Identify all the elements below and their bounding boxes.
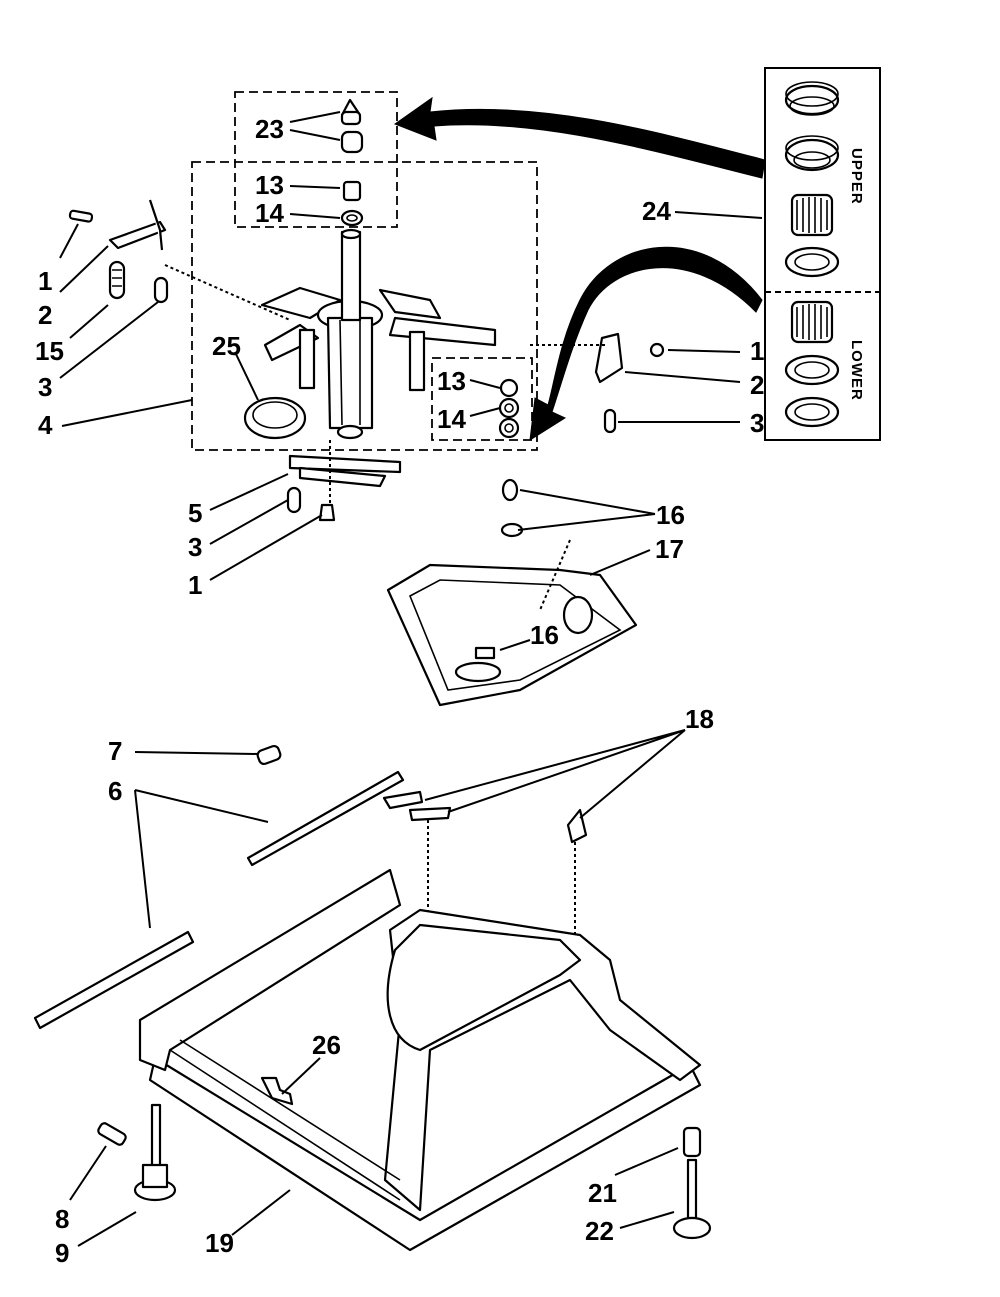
callout-18: 18 [685,704,714,734]
hub-assembly [260,228,497,440]
kit-lower-gear [790,300,834,344]
kit-upper-bearing-2 [784,135,840,172]
callout-17: 17 [655,534,684,564]
callout-14-lower: 14 [437,404,466,434]
kit-upper-gear [790,193,834,237]
callout-3-left: 3 [38,372,52,402]
callout-15: 15 [35,336,64,366]
lower-bearing-box [431,357,533,441]
callout-16-upper: 16 [656,500,685,530]
part-18-clip-a [382,790,424,810]
upper-bearing-box [234,91,398,228]
callout-13-lower: 13 [437,366,466,396]
callout-24: 24 [642,196,671,226]
callout-3-lower: 3 [188,532,202,562]
left-bracket-group [68,199,291,321]
lower-bearing-stack [498,378,520,439]
leveling-feet [97,1103,712,1240]
callout-26: 26 [312,1030,341,1060]
callout-1-left: 1 [38,266,52,296]
callout-5: 5 [188,498,202,528]
callout-1-right: 1 [750,336,764,366]
callout-19: 19 [205,1228,234,1258]
kit-upper-ring [784,246,840,278]
callout-7: 7 [108,736,122,766]
part-6-upper-rail [246,770,405,867]
kit-upper-bearing-1 [784,81,840,116]
seal-ring [243,396,307,440]
tub-brace [386,478,638,707]
callout-9: 9 [55,1238,69,1268]
callout-23: 23 [255,114,284,144]
callout-2-left: 2 [38,300,52,330]
leader-lines [59,111,763,1247]
callout-13-upper: 13 [255,170,284,200]
callout-6: 6 [108,776,122,806]
kit-upper-label: UPPER [848,148,865,205]
kit-lower-ring-2 [784,396,840,428]
kit-lower-ring-1 [784,354,840,386]
part-18-clip-b [408,806,452,822]
hub-assembly-box [191,161,538,451]
bearing-kit-box [764,67,881,441]
right-bracket-group [530,332,665,434]
callout-labels: 23 13 14 1 2 15 3 25 4 13 14 1 2 3 24 5 … [35,114,764,1268]
callout-1-lower: 1 [188,570,202,600]
callout-4: 4 [38,410,53,440]
bearing-kit-parts: UPPER LOWER [784,81,865,428]
part-7-clip [256,744,282,766]
lower-kit-pointer-arrow [529,246,763,441]
upper-bearing-stack [340,98,364,227]
kit-lower-label: LOWER [848,340,865,401]
callout-14-upper: 14 [255,198,284,228]
dashed-group-boxes [191,67,881,451]
callout-25: 25 [212,331,241,361]
kit-pointer-arrows [393,96,766,441]
callout-22: 22 [585,1216,614,1246]
lower-bracket-group [286,440,402,522]
callout-16-lower: 16 [530,620,559,650]
callout-8: 8 [55,1204,69,1234]
callout-3-right: 3 [750,408,764,438]
part-6-lower-rail [33,930,195,1030]
callout-2-right: 2 [750,370,764,400]
callout-21: 21 [588,1178,617,1208]
base-frame [138,868,702,1252]
upper-kit-pointer-arrow [393,96,766,179]
